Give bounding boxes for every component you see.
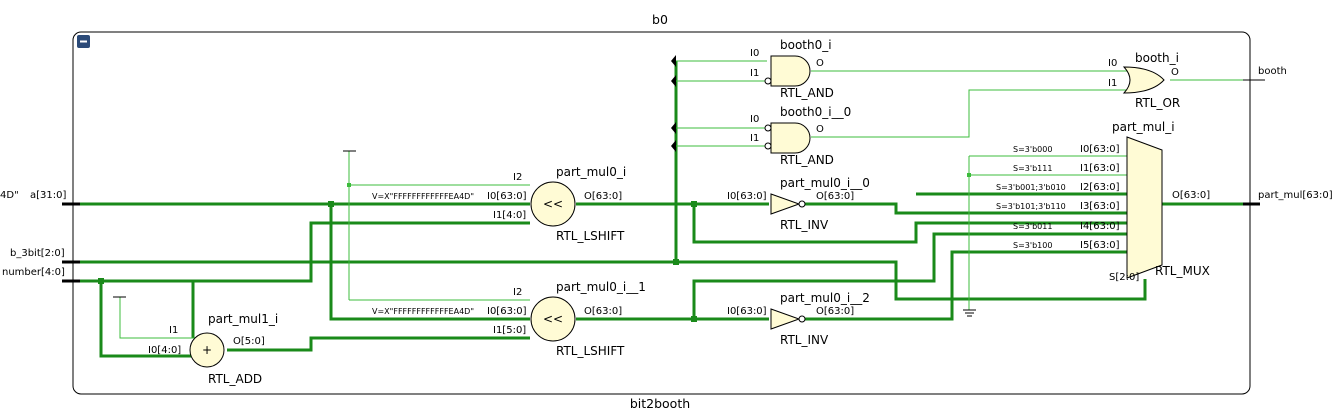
pin-label: I0: [1108, 58, 1117, 69]
pin-label: O[63:0]: [816, 191, 854, 202]
power-ground-symbols: [113, 150, 976, 317]
bus-wires: [66, 61, 1260, 358]
or-gate-booth-i[interactable]: booth_i I0 I1 O RTL_OR: [1108, 51, 1180, 110]
cell-type: RTL_LSHIFT: [556, 229, 625, 243]
input-port-a[interactable]: 4D" a[31:0]: [0, 190, 80, 206]
pin-label: I0: [750, 114, 759, 125]
and-gate-booth0-i-0[interactable]: booth0_i__0 I0 I1 O RTL_AND: [750, 105, 851, 167]
adder-symbol: +: [202, 343, 212, 357]
svg-text:S=3'b011: S=3'b011: [1013, 222, 1052, 231]
cell-name: booth0_i__0: [780, 105, 851, 119]
mux-part-mul-i[interactable]: part_mul_i I0[63:0] I1[63:0] I2[63:0] I3…: [996, 120, 1210, 283]
cell-type: RTL_OR: [1135, 96, 1180, 110]
cell-type: RTL_AND: [780, 153, 834, 167]
mux-select-values: S=3'b000 S=3'b111 S=3'b001;3'b010 S=3'b1…: [996, 145, 1066, 250]
pin-label: I1: [750, 133, 759, 144]
cut-off-label: 4D": [0, 190, 19, 201]
pin-label: O[5:0]: [233, 336, 265, 347]
pin-label: I0[63:0]: [727, 306, 767, 317]
port-part-mul-label: part_mul[63:0]: [1258, 190, 1333, 201]
mux-input-pins: I0[63:0] I1[63:0] I2[63:0] I3[63:0] I4[6…: [1080, 144, 1120, 251]
pin-label: O[63:0]: [584, 191, 622, 202]
collapse-button[interactable]: [77, 35, 90, 48]
signal-wires: [119, 60, 1260, 339]
svg-text:S=3'b101;3'b110: S=3'b101;3'b110: [996, 202, 1066, 211]
pin-label: O: [816, 58, 824, 69]
pin-label: I1: [169, 325, 178, 336]
cell-type: RTL_AND: [780, 86, 834, 100]
pin-label: I1: [750, 68, 759, 79]
pin-label: I0[63:0]: [727, 191, 767, 202]
cell-name: part_mul0_i__1: [556, 280, 646, 294]
cell-type: RTL_INV: [780, 218, 829, 232]
port-booth-label: booth: [1258, 66, 1287, 77]
cell-name: booth_i: [1135, 51, 1179, 65]
svg-text:I5[63:0]: I5[63:0]: [1080, 240, 1120, 251]
svg-text:S=3'b111: S=3'b111: [1013, 164, 1052, 173]
pin-label: O[63:0]: [1172, 190, 1210, 201]
pin-label: I0[4:0]: [148, 345, 181, 356]
pin-label: I2: [513, 172, 522, 183]
cell-name: booth0_i: [780, 38, 832, 52]
svg-text:S=3'b001;3'b010: S=3'b001;3'b010: [996, 183, 1066, 192]
input-port-b-3bit[interactable]: b_3bit[2:0]: [10, 248, 80, 264]
pin-label: O: [1171, 67, 1179, 78]
pin-label: I1: [1108, 78, 1117, 89]
output-port-part-mul[interactable]: part_mul[63:0]: [1243, 190, 1333, 206]
pin-label: I1[4:0]: [493, 210, 526, 221]
shift-symbol: <<: [543, 197, 563, 211]
pin-label: O: [816, 124, 824, 135]
svg-text:I3[63:0]: I3[63:0]: [1080, 201, 1120, 212]
port-b-3bit-label: b_3bit[2:0]: [10, 248, 65, 259]
input-port-number[interactable]: number[4:0]: [2, 267, 80, 283]
cell-name: part_mul_i: [1112, 120, 1175, 134]
svg-text:I0[63:0]: I0[63:0]: [1080, 144, 1120, 155]
lshift-part-mul0-i-1[interactable]: part_mul0_i__1 V=X"FFFFFFFFFFFFEA4D" I2 …: [372, 280, 646, 358]
and-gate-booth0-i[interactable]: booth0_i I0 I1 O RTL_AND: [750, 38, 834, 100]
cell-type: RTL_ADD: [208, 372, 262, 386]
hierarchy-box[interactable]: [72, 31, 1251, 395]
port-number-label: number[4:0]: [2, 267, 65, 278]
pin-label: I0[63:0]: [487, 306, 527, 317]
hierarchy-module-name: bit2booth: [630, 396, 690, 411]
junction-dots: [98, 55, 971, 322]
pin-label: O[63:0]: [816, 306, 854, 317]
cell-name: part_mul0_i__2: [780, 291, 870, 305]
svg-text:I1[63:0]: I1[63:0]: [1080, 163, 1120, 174]
shift-symbol: <<: [543, 312, 563, 326]
hierarchy-title: b0: [652, 12, 668, 27]
pin-label: S[2:0]: [1109, 272, 1139, 283]
port-a-label: a[31:0]: [30, 190, 66, 201]
pin-label: I2: [513, 287, 522, 298]
cell-name: part_mul1_i: [208, 312, 278, 326]
svg-text:S=3'b100: S=3'b100: [1013, 241, 1052, 250]
inverter-part-mul0-i-2[interactable]: part_mul0_i__2 I0[63:0] O[63:0] RTL_INV: [727, 291, 870, 347]
adder-part-mul1-i[interactable]: part_mul1_i I1 I0[4:0] + O[5:0] RTL_ADD: [148, 312, 278, 386]
svg-text:I2[63:0]: I2[63:0]: [1080, 182, 1120, 193]
pin-label: I0[63:0]: [487, 191, 527, 202]
svg-text:I4[63:0]: I4[63:0]: [1080, 221, 1120, 232]
cell-type: RTL_LSHIFT: [556, 344, 625, 358]
pin-label: I1[5:0]: [493, 325, 526, 336]
cell-type: RTL_MUX: [1155, 264, 1210, 278]
constant-value: V=X"FFFFFFFFFFFFEA4D": [372, 192, 474, 201]
cell-name: part_mul0_i__0: [780, 176, 870, 190]
cell-name: part_mul0_i: [556, 165, 626, 179]
constant-value: V=X"FFFFFFFFFFFFEA4D": [372, 307, 474, 316]
svg-text:S=3'b000: S=3'b000: [1013, 145, 1052, 154]
pin-label: O[63:0]: [584, 306, 622, 317]
output-port-booth[interactable]: booth: [1243, 66, 1287, 81]
lshift-part-mul0-i[interactable]: part_mul0_i V=X"FFFFFFFFFFFFEA4D" I2 I0[…: [372, 165, 626, 243]
pin-label: I0: [750, 48, 759, 59]
cell-type: RTL_INV: [780, 333, 829, 347]
inverter-part-mul0-i-0[interactable]: part_mul0_i__0 I0[63:0] O[63:0] RTL_INV: [727, 176, 870, 232]
